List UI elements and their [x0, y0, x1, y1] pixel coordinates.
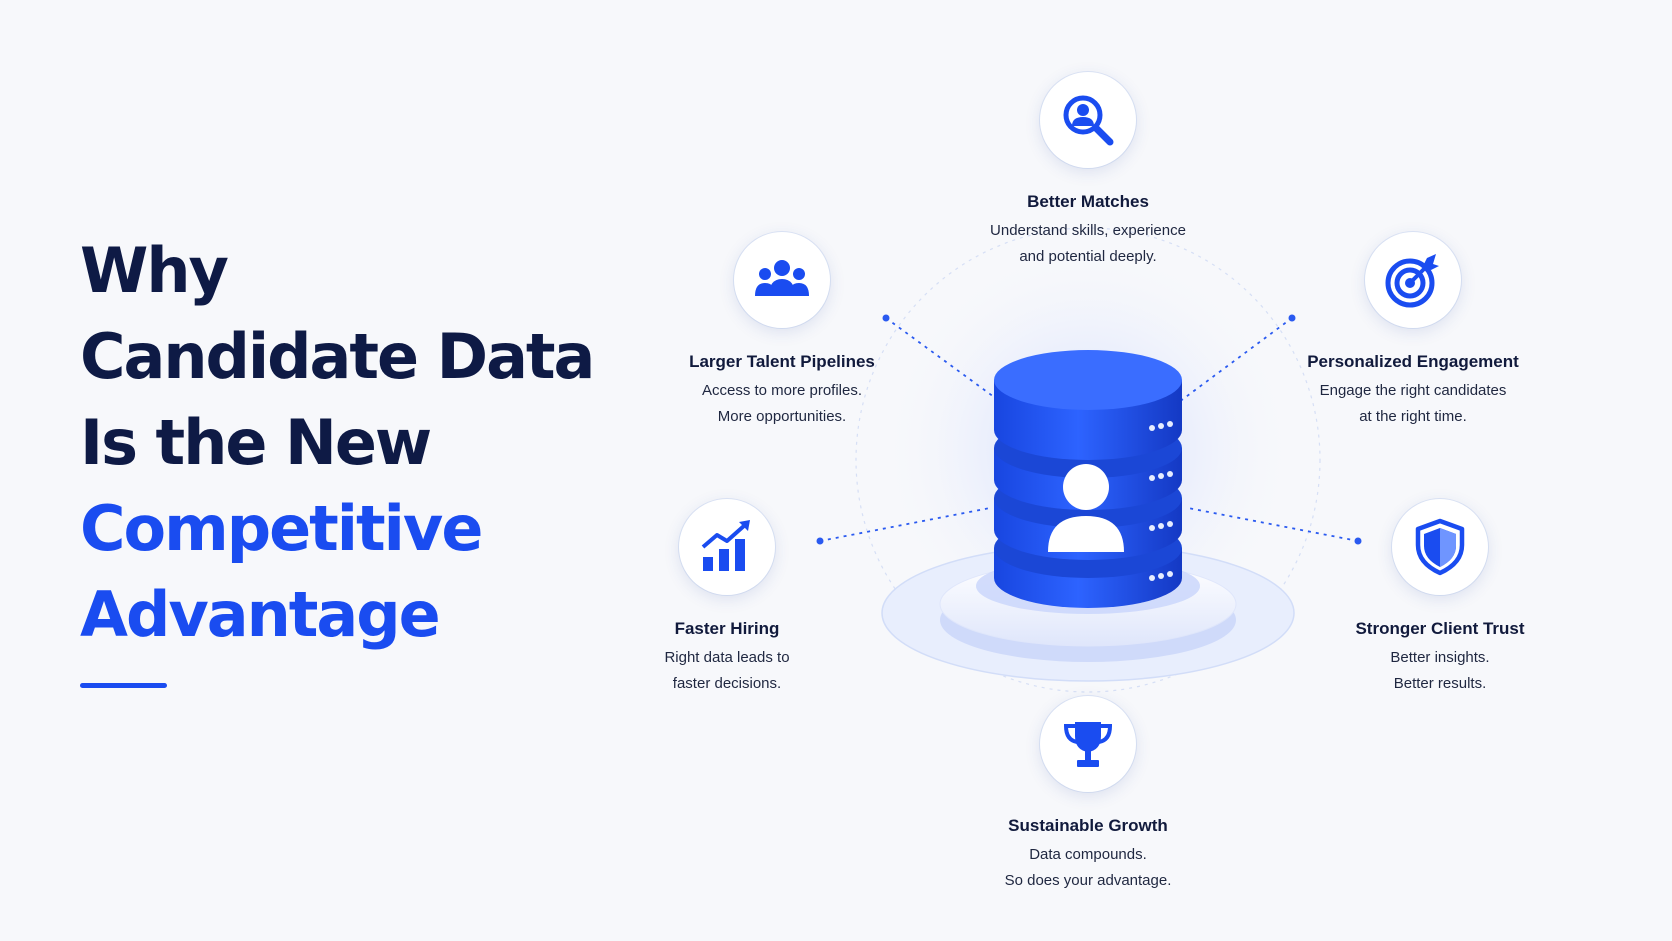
trophy-icon: [1063, 722, 1113, 767]
benefit-description-line: Better results.: [1393, 675, 1487, 692]
benefit-title: Stronger Client Trust: [1355, 619, 1525, 638]
benefit-title: Personalized Engagement: [1307, 352, 1519, 371]
benefit-sustainable-growth: Sustainable Growth Data compounds. So do…: [958, 696, 1218, 894]
headline-line-5: Advantage: [80, 578, 441, 651]
headline-line-4: Competitive: [80, 492, 483, 565]
benefit-stronger-client-trust: Stronger Client Trust Better insights. B…: [1310, 499, 1570, 697]
database-person-icon: [994, 350, 1182, 608]
benefit-personalized-engagement: Personalized Engagement Engage the right…: [1283, 232, 1543, 430]
growth-chart-icon: [701, 520, 750, 571]
benefit-description-line: at the right time.: [1359, 408, 1467, 425]
badge: [1392, 499, 1488, 595]
headline-line-1: Why: [80, 234, 229, 307]
badge: [1040, 72, 1136, 168]
benefit-description-line: faster decisions.: [672, 675, 782, 692]
benefit-title: Better Matches: [1027, 192, 1149, 211]
benefit-description-line: Engage the right candidates: [1319, 382, 1507, 399]
benefit-description-line: and potential deeply.: [1019, 248, 1157, 265]
benefit-description-line: Data compounds.: [1029, 846, 1147, 863]
orbit-ring: [855, 227, 1321, 693]
benefit-description-line: Understand skills, experience: [990, 222, 1186, 239]
headline-line-3: Is the New: [80, 406, 432, 479]
shield-icon: [1415, 518, 1465, 576]
search-person-icon: [1063, 95, 1114, 146]
benefit-better-matches: Better Matches Understand skills, experi…: [958, 72, 1218, 270]
badge: [1365, 232, 1461, 328]
users-icon: [755, 260, 809, 296]
badge: [734, 232, 830, 328]
target-icon: [1385, 254, 1439, 308]
benefit-description-line: So does your advantage.: [1004, 872, 1172, 889]
benefit-title: Larger Talent Pipelines: [689, 352, 875, 371]
benefit-faster-hiring: Faster Hiring Right data leads to faster…: [597, 499, 857, 697]
connector-lines: [816, 314, 1362, 686]
headline-line-2: Candidate Data: [80, 320, 595, 393]
benefit-description-line: More opportunities.: [717, 408, 847, 425]
headline-underline: [80, 683, 167, 688]
benefit-larger-talent-pipelines: Larger Talent Pipelines Access to more p…: [652, 232, 912, 430]
badge: [1040, 696, 1136, 792]
badge: [679, 499, 775, 595]
benefit-title: Faster Hiring: [674, 619, 780, 638]
benefit-description-line: Access to more profiles.: [701, 382, 863, 399]
benefit-description-line: Better insights.: [1390, 649, 1490, 666]
headline: Why Candidate Data Is the New Competitiv…: [80, 228, 595, 658]
benefit-description-line: Right data leads to: [664, 649, 790, 666]
benefit-title: Sustainable Growth: [1008, 816, 1168, 835]
